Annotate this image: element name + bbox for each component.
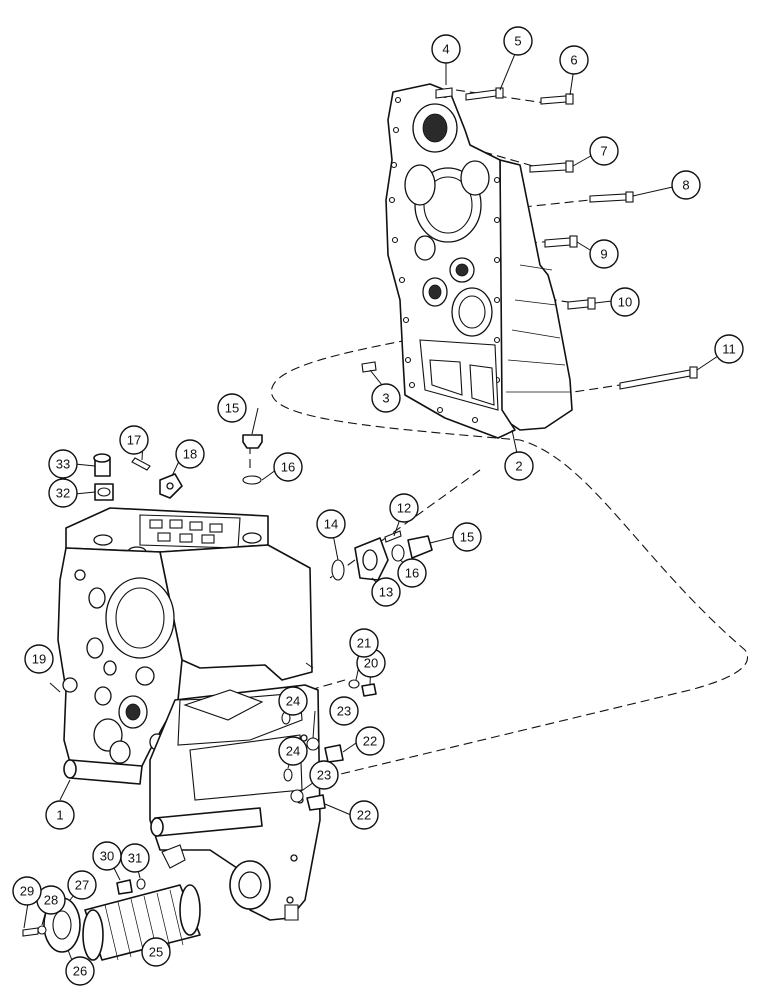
callout-5: 5 — [503, 26, 533, 56]
callout-30: 30 — [92, 841, 122, 871]
callout-label: 33 — [56, 457, 70, 472]
callout-label: 15 — [225, 401, 239, 416]
callout-label: 1 — [56, 808, 63, 823]
callout-label: 11 — [722, 342, 736, 357]
callout-3: 3 — [371, 383, 401, 413]
callout-label: 5 — [514, 34, 521, 49]
callout-label: 2 — [515, 459, 522, 474]
callout-label: 23 — [337, 704, 351, 719]
callout-label: 16 — [281, 460, 295, 475]
callout-22-upper: 22 — [355, 726, 385, 756]
callout-9: 9 — [589, 239, 619, 269]
callout-16-top: 16 — [273, 452, 303, 482]
callout-24-lower: 24 — [278, 736, 308, 766]
rear-housing — [385, 83, 573, 439]
callout-label: 17 — [127, 433, 141, 448]
callout-label: 8 — [682, 178, 689, 193]
callout-8: 8 — [671, 170, 701, 200]
callout-label: 25 — [149, 945, 163, 960]
callout-label: 3 — [382, 391, 389, 406]
callout-label: 10 — [618, 295, 632, 310]
callout-7: 7 — [589, 136, 619, 166]
callout-label: 18 — [183, 447, 197, 462]
callout-4: 4 — [431, 34, 461, 64]
callout-28: 28 — [36, 885, 66, 915]
callout-26: 26 — [65, 956, 95, 986]
callout-19: 19 — [24, 644, 54, 674]
callout-label: 23 — [317, 768, 331, 783]
callout-14: 14 — [316, 509, 346, 539]
callout-label: 12 — [397, 501, 411, 516]
callout-label: 27 — [75, 878, 89, 893]
callout-label: 24 — [286, 744, 300, 759]
hardware-parts — [93, 87, 698, 895]
callout-label: 31 — [128, 851, 142, 866]
callout-23-upper: 23 — [329, 696, 359, 726]
callout-12: 12 — [389, 493, 419, 523]
callout-29: 29 — [12, 876, 42, 906]
callout-label: 6 — [570, 53, 577, 68]
main-housing — [57, 507, 321, 921]
callout-21: 21 — [349, 628, 379, 658]
callout-24-upper: 24 — [278, 686, 308, 716]
callout-1: 1 — [45, 800, 75, 830]
callout-32: 32 — [48, 478, 78, 508]
callout-label: 29 — [20, 884, 34, 899]
callout-label: 14 — [324, 517, 338, 532]
callout-6: 6 — [559, 45, 589, 75]
callout-label: 4 — [442, 42, 449, 57]
callout-label: 9 — [600, 247, 607, 262]
callout-label: 21 — [357, 636, 371, 651]
callout-label: 13 — [379, 585, 393, 600]
callout-label: 30 — [100, 849, 114, 864]
callout-16-side: 16 — [397, 558, 427, 588]
callout-label: 20 — [364, 656, 378, 671]
callout-label: 28 — [44, 893, 58, 908]
callout-27: 27 — [67, 870, 97, 900]
callout-23-lower: 23 — [309, 760, 339, 790]
callout-11: 11 — [714, 334, 744, 364]
callout-22-lower: 22 — [349, 800, 379, 830]
callout-label: 24 — [286, 694, 300, 709]
callout-10: 10 — [610, 287, 640, 317]
callout-15-side: 15 — [452, 522, 482, 552]
callout-13: 13 — [371, 577, 401, 607]
callout-label: 22 — [357, 808, 371, 823]
callout-label: 16 — [405, 566, 419, 581]
callout-33: 33 — [48, 449, 78, 479]
callout-15-top: 15 — [217, 393, 247, 423]
callout-label: 32 — [56, 486, 70, 501]
callout-label: 15 — [460, 530, 474, 545]
callout-label: 7 — [600, 144, 607, 159]
callout-2: 2 — [504, 451, 534, 481]
callout-25: 25 — [141, 937, 171, 967]
callout-label: 22 — [363, 734, 377, 749]
callout-18: 18 — [175, 439, 205, 469]
callout-17: 17 — [119, 425, 149, 455]
callout-label: 19 — [32, 652, 46, 667]
callout-label: 26 — [73, 964, 87, 979]
callout-31: 31 — [120, 843, 150, 873]
